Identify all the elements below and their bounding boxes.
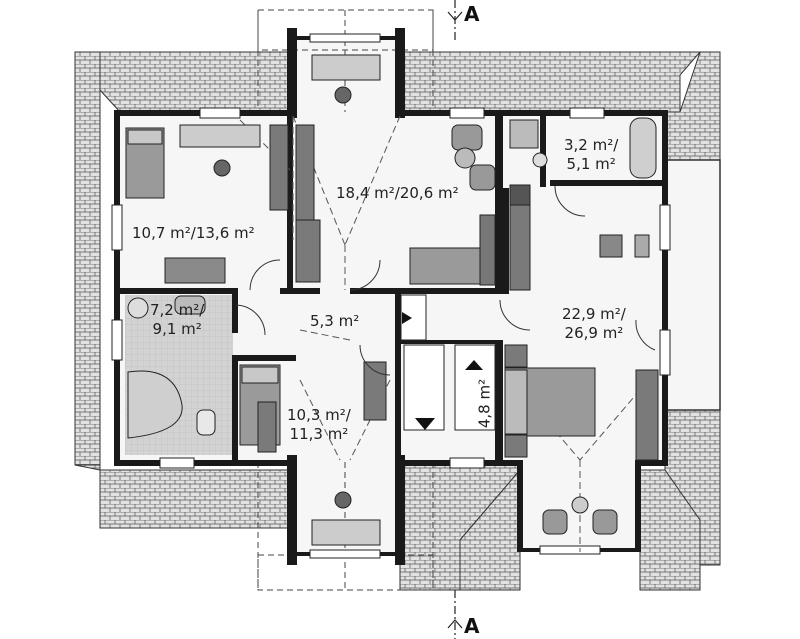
terrace-right [664,159,721,411]
section-line [447,0,463,639]
room-area-line2: 26,9 m² [564,324,624,342]
room-area-bath-left: 7,2 m²/ 9,1 m² [150,301,204,339]
room-area-bedroom-left: 10,7 m²/13,6 m² [132,224,255,242]
room-area-line2: 11,3 m² [289,425,349,443]
section-marker-bottom: A [464,614,480,638]
windows [111,33,671,559]
room-area-hall-top: 18,4 m²/20,6 m² [336,184,459,202]
walls [114,28,668,565]
roof-area [74,51,721,591]
stair-arrows [402,312,483,430]
room-area-bedroom-right: 22,9 m²/ 26,9 m² [562,305,626,343]
door-swings [235,185,656,376]
section-marker-top: A [464,2,480,26]
furniture [125,54,659,546]
room-area-corridor: 5,3 m² [310,312,360,330]
room-area-stair: 4,8 m² [475,378,494,429]
room-area-line1: 22,9 m²/ [562,305,626,323]
room-area-line1: 7,2 m²/ [150,301,205,319]
room-area-bedroom-bottom: 10,3 m²/ 11,3 m² [287,406,351,444]
room-area-line2: 9,1 m² [152,320,202,338]
room-area-bath-small: 3,2 m²/ 5,1 m² [564,136,618,174]
room-area-line1: 3,2 m²/ [564,136,619,154]
room-area-line2: 5,1 m² [566,155,616,173]
room-area-line1: 10,3 m²/ [287,406,351,424]
